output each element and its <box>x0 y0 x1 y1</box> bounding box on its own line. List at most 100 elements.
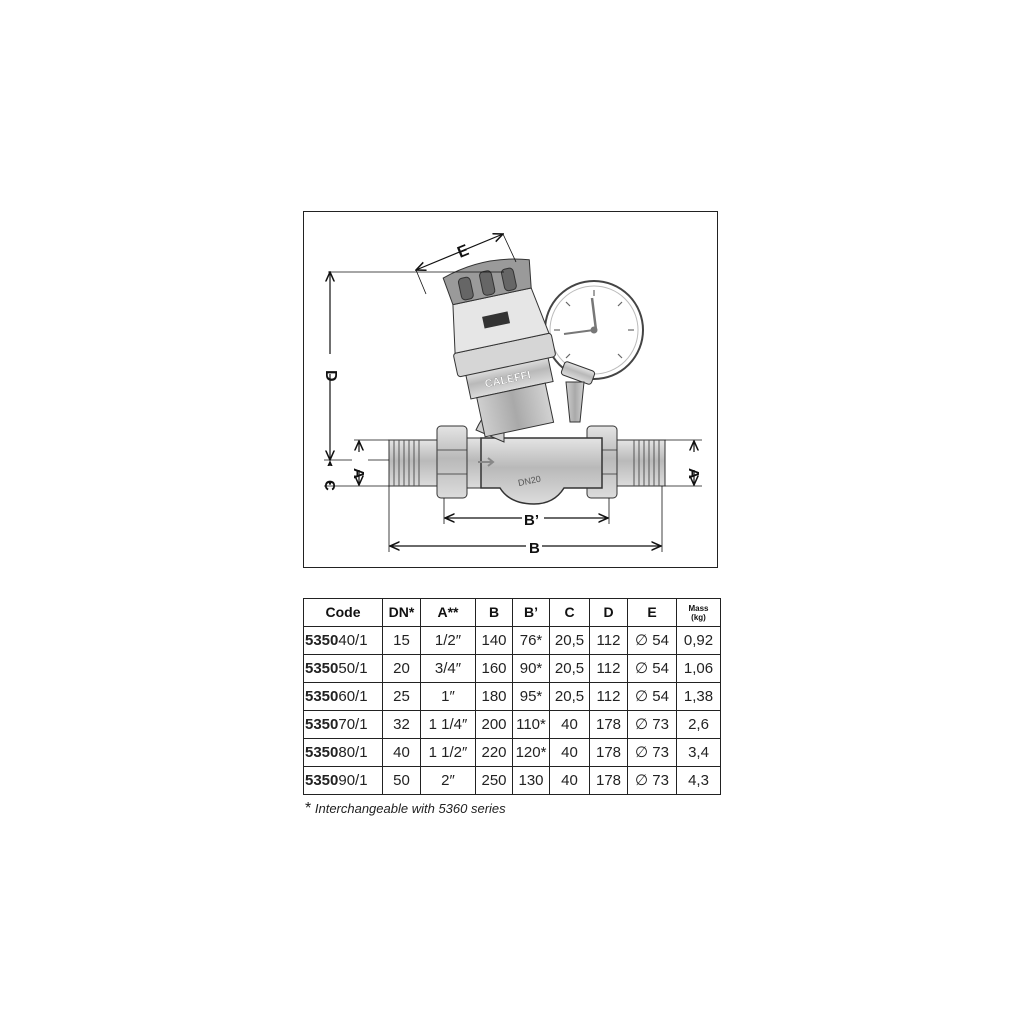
header-code: Code <box>303 598 383 627</box>
cell-a: 2″ <box>420 766 476 795</box>
cell-mass: 3,4 <box>676 738 721 767</box>
code-suffix: 60/1 <box>338 688 368 705</box>
table-row: 535080/1 40 1 1/2″ 220 120* 40 178 ∅ 73 … <box>303 738 721 767</box>
cell-e: ∅ 73 <box>627 766 677 795</box>
cell-c: 20,5 <box>549 626 590 655</box>
cell-code: 535070/1 <box>303 710 383 739</box>
cell-a: 1 1/2″ <box>420 738 476 767</box>
code-prefix: 5350 <box>305 688 339 705</box>
header-e: E <box>627 598 677 627</box>
cell-mass: 4,3 <box>676 766 721 795</box>
dim-label-a-right: A <box>685 468 702 479</box>
cell-mass: 1,38 <box>676 682 721 711</box>
cell-code: 535060/1 <box>303 682 383 711</box>
cell-c: 20,5 <box>549 654 590 683</box>
code-suffix: 70/1 <box>338 716 368 733</box>
table-row: 535060/1 25 1″ 180 95* 20,5 112 ∅ 54 1,3… <box>303 682 721 711</box>
code-prefix: 5350 <box>305 660 339 677</box>
code-suffix: 80/1 <box>338 744 368 761</box>
cell-d: 178 <box>589 710 628 739</box>
body-mark: DN20 <box>517 474 542 489</box>
cell-dn: 40 <box>382 738 421 767</box>
cell-b-prime: 110* <box>512 710 550 739</box>
table-row: 535050/1 20 3/4″ 160 90* 20,5 112 ∅ 54 1… <box>303 654 721 683</box>
cell-e: ∅ 54 <box>627 654 677 683</box>
cell-b: 160 <box>475 654 513 683</box>
pressure-gauge <box>544 280 644 380</box>
table-row: 535070/1 32 1 1/4″ 200 110* 40 178 ∅ 73 … <box>303 710 721 739</box>
header-a: A** <box>420 598 476 627</box>
dim-label-d: D <box>322 370 339 382</box>
cell-c: 40 <box>549 710 590 739</box>
footnote: * Interchangeable with 5360 series <box>305 800 506 818</box>
cell-code: 535080/1 <box>303 738 383 767</box>
cell-d: 178 <box>589 766 628 795</box>
dim-label-a-left: A <box>350 468 367 479</box>
cell-code: 535090/1 <box>303 766 383 795</box>
code-suffix: 50/1 <box>338 660 368 677</box>
cell-d: 112 <box>589 626 628 655</box>
header-dn: DN* <box>382 598 421 627</box>
cell-b: 220 <box>475 738 513 767</box>
header-d: D <box>589 598 628 627</box>
dim-label-b-prime: B’ <box>524 512 539 529</box>
cell-mass: 1,06 <box>676 654 721 683</box>
code-suffix: 90/1 <box>338 772 368 789</box>
cell-b-prime: 76* <box>512 626 550 655</box>
code-prefix: 5350 <box>305 744 339 761</box>
code-prefix: 5350 <box>305 716 339 733</box>
cell-c: 20,5 <box>549 682 590 711</box>
cell-a: 1 1/4″ <box>420 710 476 739</box>
dim-label-e: E <box>455 242 472 262</box>
cell-b-prime: 90* <box>512 654 550 683</box>
dimension-table: Code DN* A** B B’ C D E Mass (kg) 535040… <box>303 598 721 795</box>
cell-dn: 20 <box>382 654 421 683</box>
gauge-connector <box>560 361 596 423</box>
cell-mass: 2,6 <box>676 710 721 739</box>
cell-dn: 25 <box>382 682 421 711</box>
cell-dn: 32 <box>382 710 421 739</box>
cell-b: 200 <box>475 710 513 739</box>
cell-b: 180 <box>475 682 513 711</box>
cell-mass: 0,92 <box>676 626 721 655</box>
code-suffix: 40/1 <box>338 632 368 649</box>
header-mass-label: Mass <box>688 603 709 613</box>
cell-d: 112 <box>589 682 628 711</box>
cell-c: 40 <box>549 738 590 767</box>
cell-e: ∅ 54 <box>627 682 677 711</box>
cell-code: 535050/1 <box>303 654 383 683</box>
dim-label-b: B <box>529 540 540 557</box>
header-b-prime: B’ <box>512 598 550 627</box>
header-c: C <box>549 598 590 627</box>
left-fitting <box>388 425 482 499</box>
bonnet-assembly: CALEFFI <box>442 258 556 438</box>
cell-a: 3/4″ <box>420 654 476 683</box>
cell-b-prime: 130 <box>512 766 550 795</box>
dim-label-c: C <box>321 480 338 491</box>
cell-a: 1″ <box>420 682 476 711</box>
cell-dn: 15 <box>382 626 421 655</box>
footnote-text: Interchangeable with 5360 series <box>314 801 506 816</box>
cell-d: 178 <box>589 738 628 767</box>
cell-e: ∅ 73 <box>627 738 677 767</box>
header-mass: Mass (kg) <box>676 598 721 627</box>
cell-dn: 50 <box>382 766 421 795</box>
cell-c: 40 <box>549 766 590 795</box>
cell-b: 140 <box>475 626 513 655</box>
cell-e: ∅ 73 <box>627 710 677 739</box>
cell-b: 250 <box>475 766 513 795</box>
cell-a: 1/2″ <box>420 626 476 655</box>
code-prefix: 5350 <box>305 632 339 649</box>
cell-b-prime: 95* <box>512 682 550 711</box>
table-header-row: Code DN* A** B B’ C D E Mass (kg) <box>303 598 721 627</box>
footnote-asterisk: * <box>305 800 312 817</box>
header-b: B <box>475 598 513 627</box>
cell-b-prime: 120* <box>512 738 550 767</box>
cell-code: 535040/1 <box>303 626 383 655</box>
valve-drawing-frame: DN20 CALEFFI <box>303 211 718 568</box>
table-row: 535090/1 50 2″ 250 130 40 178 ∅ 73 4,3 <box>303 766 721 795</box>
code-prefix: 5350 <box>305 772 339 789</box>
header-mass-unit: (kg) <box>691 612 706 622</box>
table-row: 535040/1 15 1/2″ 140 76* 20,5 112 ∅ 54 0… <box>303 626 721 655</box>
cell-d: 112 <box>589 654 628 683</box>
